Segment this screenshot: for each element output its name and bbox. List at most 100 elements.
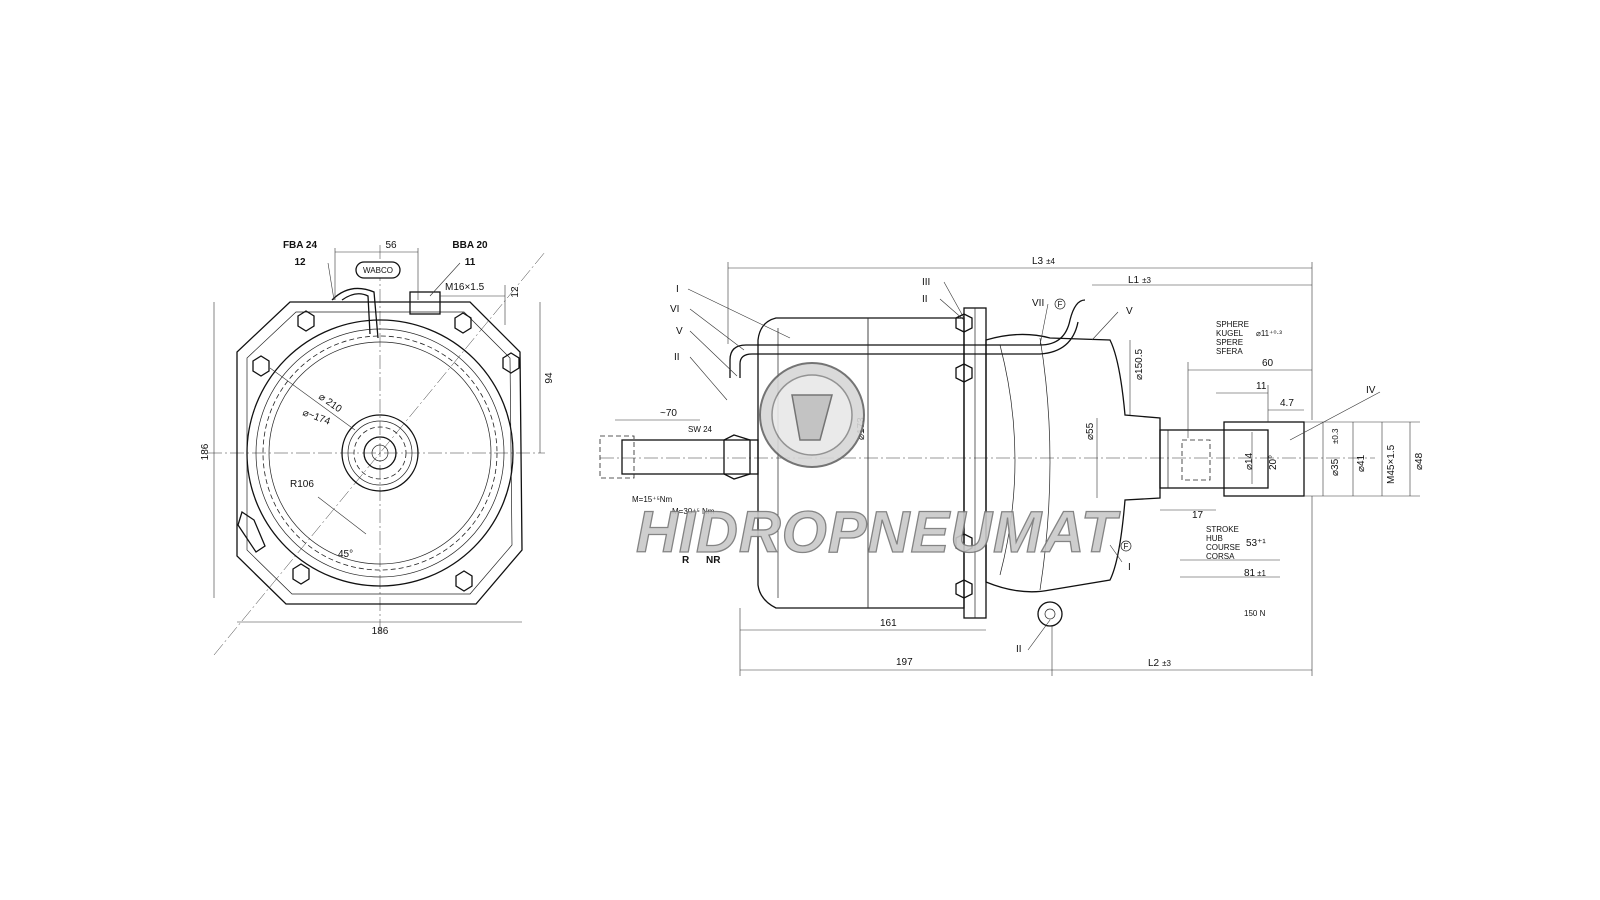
- dim-l2: L2±3: [1148, 658, 1172, 669]
- side-connecting-pipe: [729, 299, 1086, 378]
- front-bolt-bottom-left: [292, 563, 310, 585]
- roman-iii: III: [922, 277, 930, 288]
- label-stroke-it: CORSA: [1206, 552, 1235, 561]
- label-torque-m15: M=15⁺⁵Nm: [632, 495, 673, 504]
- roman-i-bottom: I: [1128, 562, 1131, 573]
- dim-56: 56: [385, 240, 397, 251]
- side-spring-cylinder: [757, 317, 965, 609]
- label-stroke-value: 53⁺¹: [1246, 538, 1266, 549]
- front-housing-outline: [236, 301, 523, 605]
- dia-35: ⌀35: [1330, 458, 1341, 476]
- angle-45: 45°: [338, 549, 353, 560]
- side-view: F F: [599, 256, 1425, 676]
- dia-35-tol: ±0.3: [1331, 428, 1340, 444]
- watermark: HIDROPNEUMAT: [635, 362, 1121, 566]
- leader-45: [317, 496, 367, 535]
- dim-81-tol: ±1: [1257, 569, 1266, 578]
- wabco-logo: WABCO: [355, 261, 401, 279]
- side-drain-fitting: [1037, 601, 1063, 627]
- roman-v-left: V: [676, 326, 683, 337]
- side-release-bolt-extended: [599, 435, 635, 479]
- dim-11: 11: [1256, 381, 1267, 392]
- leader-I-bottom: [1109, 544, 1123, 563]
- side-sphere-pocket: [1181, 439, 1211, 481]
- label-stroke-de: HUB: [1206, 534, 1223, 543]
- roman-iv: IV: [1366, 385, 1376, 396]
- watermark-emblem: [759, 362, 865, 468]
- dim-l1-tol: ±3: [1142, 276, 1151, 285]
- front-bolt-top-left: [252, 355, 270, 377]
- leader-V-left: [689, 330, 738, 377]
- label-force-150n: 150 N: [1244, 609, 1266, 618]
- side-chamber-contour: [1039, 337, 1051, 591]
- angle-20: 20°: [1268, 455, 1279, 470]
- leader-IV: [1289, 391, 1381, 441]
- front-hub-bore: [371, 444, 389, 462]
- label-bba: BBA 20: [452, 240, 488, 251]
- leader-VI: [689, 308, 745, 351]
- front-hub-spline: [353, 426, 407, 480]
- front-view: WABCO FBA 24 12 BBA 20 11 56 12 M16×1.5 …: [200, 240, 555, 656]
- label-sphere-it: SFERA: [1216, 347, 1243, 356]
- front-bolt-top-right: [454, 312, 472, 334]
- thread-m45: M45×1.5: [1386, 444, 1397, 484]
- dim-l1: L1±3: [1128, 275, 1152, 286]
- side-flange-bolt-1: [955, 313, 973, 333]
- side-diaphragm-contour: [999, 344, 1016, 576]
- front-diagonal-centerline: [213, 251, 546, 656]
- dim-70: ~70: [660, 408, 677, 419]
- front-hub-outer: [341, 414, 419, 492]
- side-flange-bolt-2: [955, 363, 973, 383]
- dia-14: ⌀14: [1244, 452, 1255, 470]
- side-flange-bolt-3: [955, 533, 973, 553]
- dim-186-vertical: 186: [200, 443, 211, 460]
- roman-v-right: V: [1126, 306, 1133, 317]
- dim-4-7: 4.7: [1280, 398, 1294, 409]
- roman-ii-left: II: [674, 352, 680, 363]
- leader-V-right: [1091, 311, 1119, 341]
- watermark-h-glyph: [791, 394, 833, 441]
- dim-l3: L3±4: [1032, 256, 1056, 267]
- side-connecting-pipe-inner: [739, 321, 1079, 378]
- leader-II-bottom: [1027, 619, 1051, 651]
- label-stroke-fr: COURSE: [1206, 543, 1240, 552]
- dim-81-value: 81: [1244, 568, 1256, 579]
- leader-fba: [327, 262, 335, 301]
- front-bolt-bottom-right: [455, 570, 473, 592]
- front-bolt-right: [502, 352, 520, 374]
- dim-l3-value: L3: [1032, 256, 1044, 267]
- dim-17: 17: [1192, 510, 1204, 521]
- side-flange-bolt-4: [955, 579, 973, 599]
- front-breather-fitting: [237, 510, 266, 553]
- label-r: R: [682, 555, 690, 566]
- dim-94: 94: [544, 372, 555, 384]
- mark-f-bottom: F: [1124, 542, 1129, 551]
- label-sw24: SW 24: [688, 425, 713, 434]
- front-pipe-top-inner: [341, 293, 371, 335]
- label-sphere-dia: ⌀11⁺⁰·³: [1256, 329, 1282, 338]
- dim-12: 12: [510, 286, 521, 298]
- label-sphere-fr: SPERE: [1216, 338, 1243, 347]
- leader-VII: [1039, 303, 1049, 346]
- front-port-bba: [409, 291, 441, 315]
- dim-l2-tol: ±3: [1162, 659, 1171, 668]
- leader-210: [269, 367, 356, 431]
- radius-106: R106: [290, 479, 314, 490]
- front-bolt-top-inner: [297, 310, 315, 332]
- dim-81: 81±1: [1244, 568, 1267, 579]
- front-housing-inner: [246, 311, 513, 595]
- mark-f-bottom-circle: [1120, 540, 1132, 552]
- roman-i-top: I: [676, 284, 679, 295]
- wabco-logo-text: WABCO: [363, 266, 393, 275]
- label-bba-num: 11: [465, 257, 476, 268]
- roman-ii-bottom: II: [1016, 644, 1022, 655]
- dia-41: ⌀41: [1356, 454, 1367, 472]
- dim-l1-value: L1: [1128, 275, 1140, 286]
- dia-55: ⌀55: [1085, 422, 1096, 440]
- leader-I-top: [687, 288, 791, 339]
- front-ring-210: [255, 328, 505, 578]
- side-release-nut-sw24: [723, 434, 751, 480]
- dim-197: 197: [896, 657, 913, 668]
- mark-f-top-circle: [1054, 298, 1066, 310]
